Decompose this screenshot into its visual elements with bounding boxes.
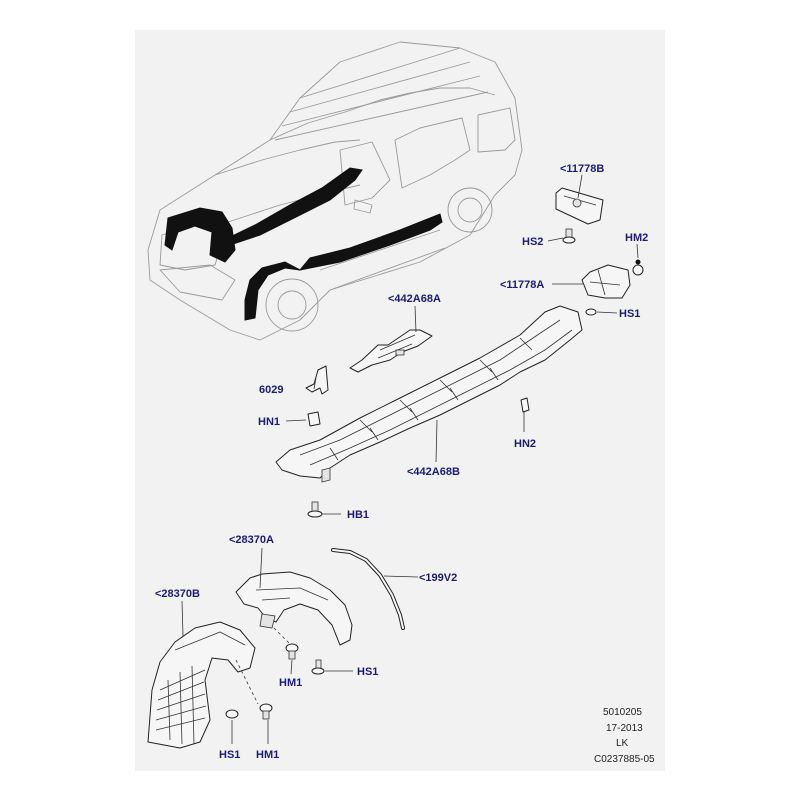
bracket-6029 (305, 365, 329, 395)
screw-hs1-bottom (225, 709, 239, 719)
footer-date: 17-2013 (606, 723, 643, 734)
wheel-arch-liner-28370a (235, 571, 353, 646)
label-6029: 6029 (259, 384, 283, 396)
clip-hm2 (632, 259, 644, 276)
vehicle-overview (147, 41, 523, 341)
trim-strip-199v2 (331, 548, 405, 630)
label-hs1-top: HS1 (619, 308, 640, 320)
label-199v2: <199V2 (419, 572, 457, 584)
label-442a68b: <442A68B (407, 466, 460, 478)
callout-labels: <11778B HS2 HM2 <11778A HS1 <442A68A 602… (155, 163, 648, 761)
bolt-hb1 (307, 501, 323, 518)
leader-lines (181, 174, 639, 744)
screw-hs1-top (585, 308, 597, 316)
wheel-arch-liner-28370b (147, 621, 256, 749)
clip-hm1-mid (285, 643, 299, 660)
footer-reference: 5010205 17-2013 LK C0237885-05 (594, 707, 655, 765)
footer-code: 5010205 (603, 707, 642, 718)
label-hs1-bottom: HS1 (219, 749, 240, 761)
label-11778b: <11778B (560, 163, 604, 175)
label-hn2: HN2 (514, 438, 536, 450)
nut-hn1 (307, 411, 321, 427)
screw-hs1-mid (311, 659, 325, 675)
label-hb1: HB1 (347, 509, 369, 521)
panel-442a68a (349, 329, 433, 373)
label-hs2: HS2 (522, 236, 543, 248)
label-hm1-mid: HM1 (279, 677, 302, 689)
bracket-11778a (581, 264, 631, 299)
label-442a68a: <442A68A (388, 293, 441, 305)
label-hs1-mid: HS1 (357, 666, 378, 678)
label-28370b: <28370B (155, 588, 200, 600)
footer-ref: C0237885-05 (594, 754, 655, 765)
label-hn1: HN1 (258, 416, 280, 428)
label-hm1-bottom: HM1 (256, 749, 279, 761)
label-28370a: <28370A (229, 534, 274, 546)
clip-hm1-bottom (259, 703, 273, 720)
label-hm2-top: HM2 (625, 232, 648, 244)
bracket-11778b (555, 187, 604, 225)
label-11778a: <11778A (500, 279, 544, 291)
footer-initials: LK (616, 738, 629, 749)
screw-hs2 (562, 228, 576, 244)
underbody-tray-442a68b (275, 305, 583, 483)
nut-hn2 (520, 397, 530, 413)
